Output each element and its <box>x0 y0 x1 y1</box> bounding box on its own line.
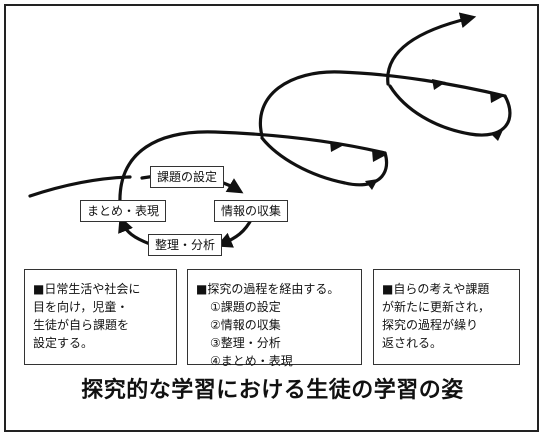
arrowhead-3 <box>365 179 378 190</box>
cycle-arrow-3 <box>118 216 152 246</box>
note-line: ■自らの考えや課題 <box>382 282 490 296</box>
incoming-arrow <box>28 175 132 198</box>
note-line: 目を向け，児童・ <box>33 300 129 314</box>
note-line: 設定する。 <box>33 336 94 350</box>
note-line: 生徒が自ら課題を <box>33 318 130 332</box>
note-repetition: ■自らの考えや課題 が新たに更新され， 探究の過程が繰り 返される。 <box>373 269 520 365</box>
arrowhead-6 <box>490 130 503 141</box>
note-lead: ■探究の過程を経由する。 <box>196 282 340 296</box>
arrowhead-5 <box>490 92 504 103</box>
note-item: ③整理・分析 <box>210 336 281 350</box>
note-item: ④まとめ・表現 <box>210 354 293 368</box>
note-line: が新たに更新され， <box>382 300 491 314</box>
arrowhead-1 <box>330 141 344 152</box>
spiral-loop-2 <box>258 70 507 138</box>
step-summarize-express: まとめ・表現 <box>80 200 167 222</box>
step-info-collection: 情報の収集 <box>214 200 289 222</box>
outgoing-arrow <box>386 12 477 86</box>
figure-caption: 探究的な学習における生徒の学習の姿 <box>81 378 464 403</box>
note-topic-setting: ■日常生活や社会に 目を向け，児童・ 生徒が自ら課題を 設定する。 <box>24 269 177 365</box>
note-line: ■日常生活や社会に <box>33 282 141 296</box>
arrowhead-2 <box>372 150 386 162</box>
note-line: 返される。 <box>382 336 443 350</box>
arrowhead-4 <box>432 79 446 90</box>
spiral-loop-2-return <box>388 84 512 137</box>
note-item: ②情報の収集 <box>210 318 281 332</box>
step-organize-analyze: 整理・分析 <box>148 234 223 256</box>
spiral-loop-1-return <box>260 136 389 187</box>
note-inquiry-process: ■探究の過程を経由する。 ①課題の設定 ②情報の収集 ③整理・分析 ④まとめ・表… <box>187 269 362 368</box>
note-item: ①課題の設定 <box>210 300 281 314</box>
note-line: 探究の過程が繰り <box>382 318 479 332</box>
step-topic-setting: 課題の設定 <box>150 166 225 188</box>
